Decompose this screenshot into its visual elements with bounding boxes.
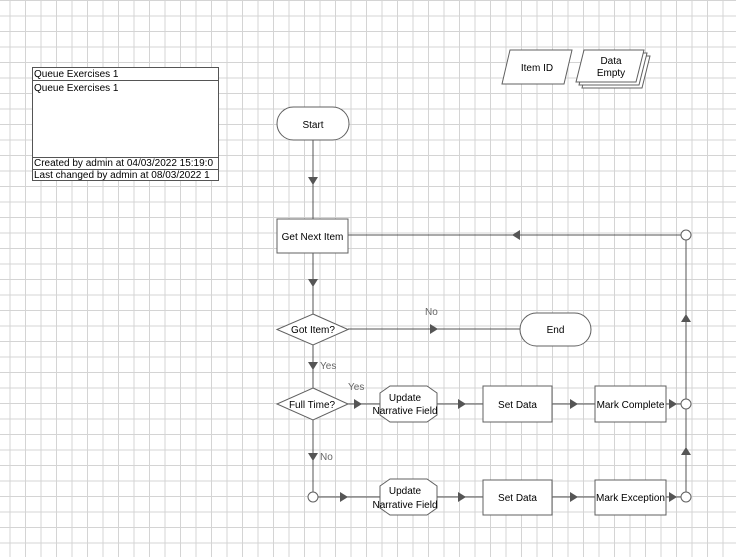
- junction-complete[interactable]: [680, 398, 692, 410]
- update-narrative-2-label-1: Update: [389, 486, 422, 497]
- set-data-2-label: Set Data: [498, 493, 537, 504]
- arrowhead: [570, 399, 578, 409]
- full-time-decision[interactable]: Full Time?: [275, 387, 350, 421]
- start-node[interactable]: Start: [276, 106, 350, 141]
- collection-data-empty[interactable]: Data Empty: [575, 49, 651, 89]
- process-title: Queue Exercises 1: [33, 69, 219, 81]
- process-info-panel: Queue Exercises 1 Queue Exercises 1 Crea…: [32, 67, 219, 181]
- arrowhead: [430, 324, 438, 334]
- full-time-label: Full Time?: [289, 400, 336, 411]
- arrowheads: [308, 177, 691, 502]
- junction-exception[interactable]: [680, 491, 692, 503]
- mark-exception-label: Mark Exception: [596, 493, 665, 504]
- item-id-label: Item ID: [521, 63, 553, 74]
- got-item-decision[interactable]: Got Item?: [275, 313, 350, 346]
- created-info: Created by admin at 04/03/2022 15:19:0: [33, 157, 219, 169]
- arrowhead: [681, 447, 691, 455]
- start-label: Start: [302, 120, 323, 131]
- mark-complete-label: Mark Complete: [597, 400, 665, 411]
- process-description: Queue Exercises 1: [34, 83, 119, 94]
- arrowhead: [308, 362, 318, 370]
- data-empty-label-1: Data: [600, 56, 622, 67]
- arrowhead: [308, 453, 318, 461]
- end-label: End: [547, 325, 565, 336]
- got-item-yes-label: Yes: [320, 361, 336, 372]
- arrowhead: [458, 399, 466, 409]
- connectors: [312, 140, 687, 498]
- arrowhead: [308, 279, 318, 287]
- full-time-no-label: No: [320, 452, 333, 463]
- set-data-1[interactable]: Set Data: [482, 385, 553, 423]
- get-next-item-label: Get Next Item: [282, 232, 344, 243]
- update-narrative-field-2[interactable]: Update Narrative Field: [372, 478, 438, 516]
- update-narrative-1-label-1: Update: [389, 393, 422, 404]
- arrowhead: [669, 399, 677, 409]
- last-changed-info: Last changed by admin at 08/03/2022 1: [33, 169, 219, 181]
- end-node[interactable]: End: [519, 312, 592, 347]
- arrowhead: [669, 492, 677, 502]
- got-item-no-label: No: [425, 307, 438, 318]
- arrowhead: [354, 399, 362, 409]
- arrowhead: [681, 314, 691, 322]
- arrowhead: [340, 492, 348, 502]
- arrowhead: [570, 492, 578, 502]
- data-item-item-id[interactable]: Item ID: [501, 49, 573, 85]
- full-time-yes-label: Yes: [348, 382, 364, 393]
- arrowhead: [512, 230, 520, 240]
- set-data-1-label: Set Data: [498, 400, 537, 411]
- update-narrative-2-label-2: Narrative Field: [372, 500, 437, 511]
- junction-full-time-no[interactable]: [307, 491, 319, 503]
- mark-complete-action[interactable]: Mark Complete: [594, 385, 667, 423]
- update-narrative-1-label-2: Narrative Field: [372, 406, 437, 417]
- set-data-2[interactable]: Set Data: [482, 479, 553, 516]
- update-narrative-field-1[interactable]: Update Narrative Field: [372, 385, 438, 423]
- junctions: [307, 229, 692, 503]
- arrowhead: [458, 492, 466, 502]
- arrowhead: [308, 177, 318, 185]
- data-empty-label-2: Empty: [597, 68, 625, 79]
- got-item-label: Got Item?: [291, 325, 335, 336]
- junction-loop[interactable]: [680, 229, 692, 241]
- get-next-item-action[interactable]: Get Next Item: [276, 218, 349, 254]
- mark-exception-action[interactable]: Mark Exception: [594, 479, 667, 516]
